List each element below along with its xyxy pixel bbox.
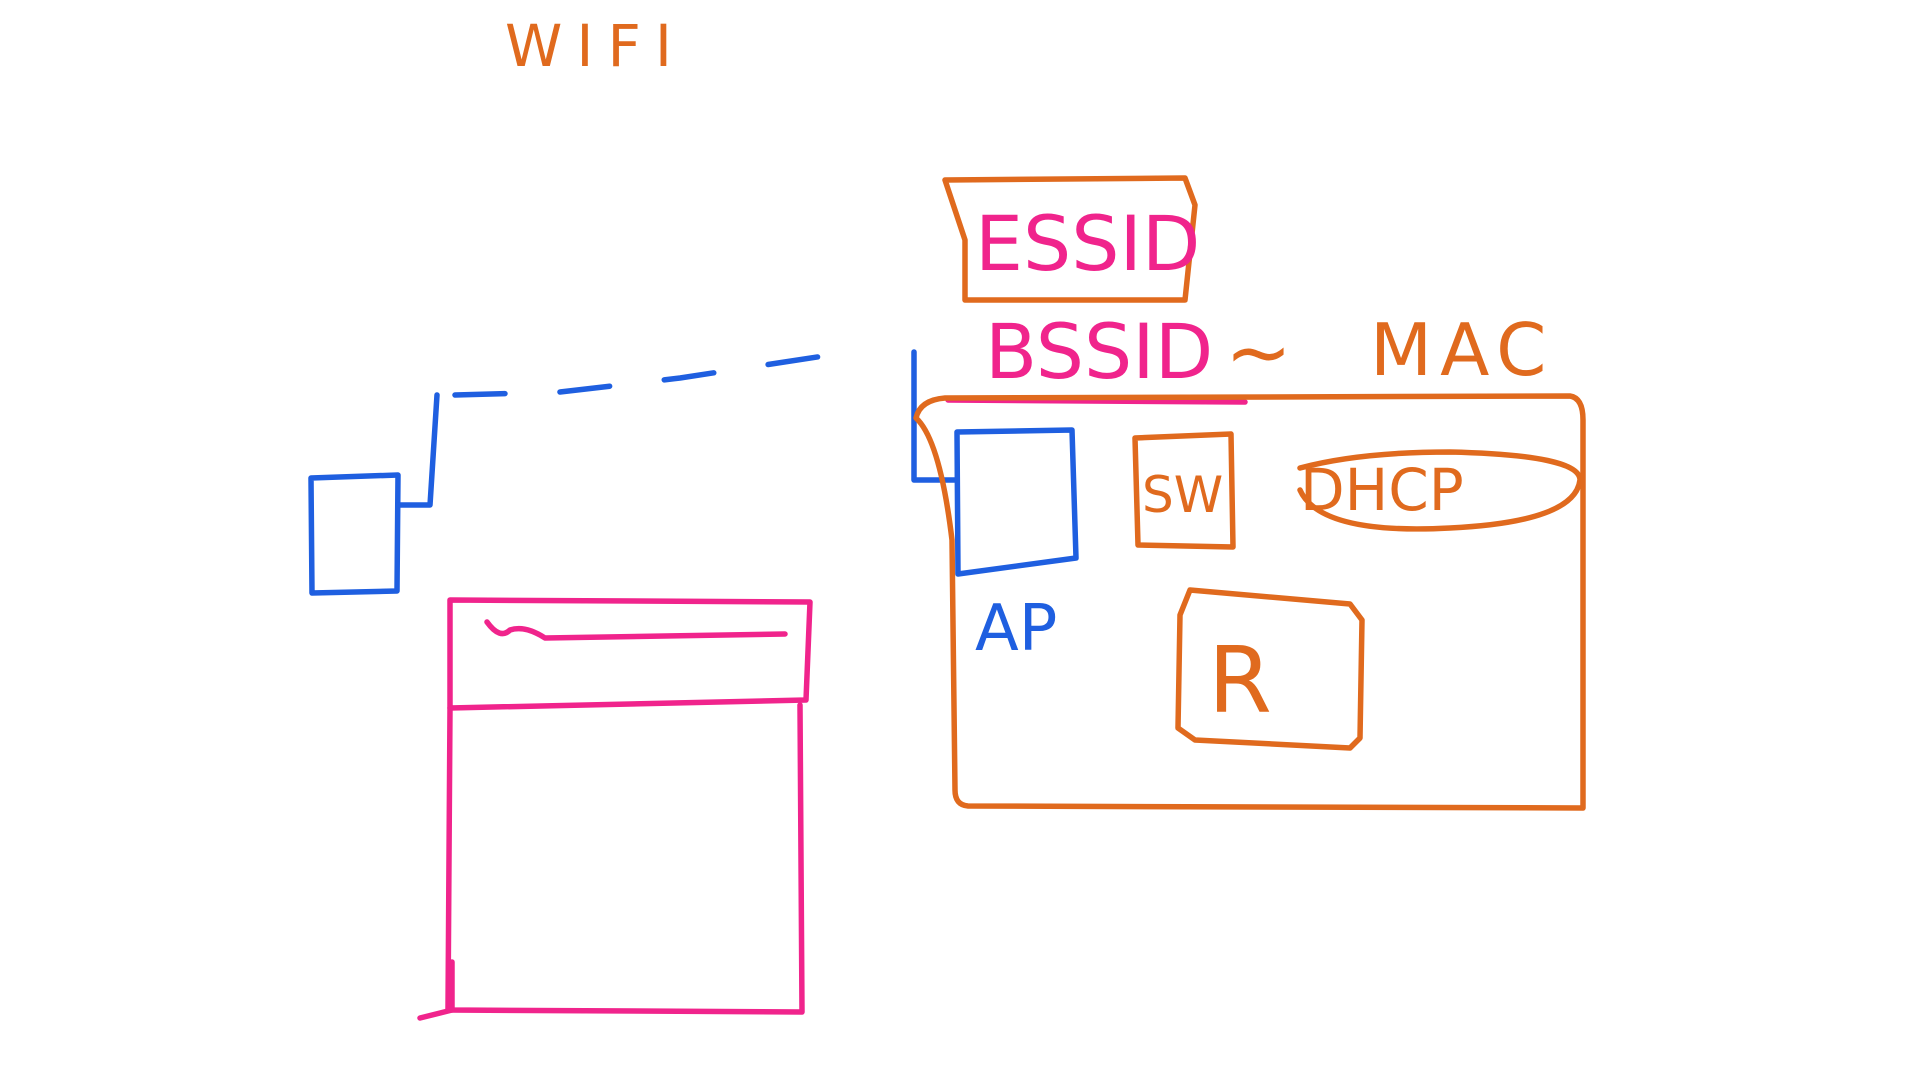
essid-box-border (942, 175, 1198, 303)
essid-label: ESSID (975, 199, 1200, 288)
mac-label: MAC (1370, 308, 1554, 392)
router-box (1175, 587, 1365, 751)
title-wifi: WIFI (505, 12, 686, 80)
client-device-box (308, 472, 401, 596)
client-antenna (395, 392, 440, 508)
laptop-body (445, 702, 805, 1015)
access-point-box (954, 427, 1079, 577)
wireless-link-dashed (452, 349, 853, 398)
dhcp-label: DHCP (1300, 456, 1464, 524)
switch-label: SW (1142, 466, 1223, 524)
ap-antenna (911, 349, 958, 483)
laptop-base-stroke (417, 959, 455, 1021)
router: R (1175, 587, 1365, 751)
switch-box: SW (1132, 431, 1236, 550)
dhcp-server: DHCP (1297, 449, 1583, 532)
ap-label: AP (975, 592, 1057, 666)
tilde-symbol: ~ (1225, 306, 1292, 399)
bssid-label: BSSID (985, 307, 1213, 396)
essid-box: ESSID (942, 175, 1200, 303)
laptop-screen-scribble (484, 619, 788, 641)
laptop (417, 597, 813, 1021)
switch-box-border (1132, 431, 1236, 550)
access-point: AP (954, 427, 1079, 666)
dhcp-oval (1297, 449, 1583, 532)
client-device (308, 392, 440, 596)
home-router-box (913, 393, 1586, 811)
router-label: R (1208, 627, 1272, 734)
laptop-screen (447, 597, 813, 711)
